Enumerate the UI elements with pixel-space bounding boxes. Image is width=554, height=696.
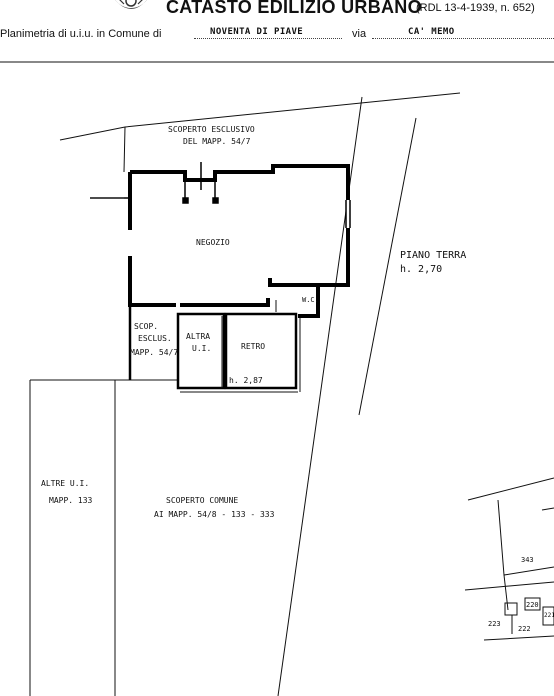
label-h-retro: h. 2,87: [229, 376, 263, 385]
label-scoperto-esclusivo: SCOPERTO ESCLUSIVO: [168, 125, 255, 134]
label-altra: ALTRA: [186, 332, 211, 341]
altra-ui-area: [176, 312, 226, 390]
building-wall-bottom: [180, 298, 270, 307]
label-221: 221: [544, 612, 554, 619]
law-reference: (RDL 13-4-1939, n. 652): [416, 2, 535, 14]
label-ui: U.I.: [192, 344, 212, 353]
label-ai-mapp: AI MAPP. 54/8 - 133 - 333: [154, 510, 275, 519]
document-title: CATASTO EDILIZIO URBANO: [166, 0, 422, 17]
label-scoperto-comune: SCOPERTO COMUNE: [166, 496, 239, 505]
boundary-line: [59, 92, 461, 141]
label-negozio: NEGOZIO: [196, 238, 230, 247]
label-mapp-133: MAPP. 133: [49, 496, 93, 505]
planimetria-label: Planimetria di u.i.u. in Comune di: [0, 28, 162, 40]
map-parcel: [504, 602, 518, 616]
label-343: 343: [521, 556, 534, 564]
building-wall-left: [128, 172, 176, 307]
label-mapp-547: MAPP. 54/7: [130, 348, 179, 357]
boundary-line-right: [358, 117, 417, 416]
floor-plan: [0, 61, 554, 696]
map-line: [464, 581, 554, 591]
via-dotted-line: [372, 38, 554, 39]
map-line: [503, 574, 509, 611]
planimetria-line: Planimetria di u.i.u. in Comune di NOVEN…: [0, 27, 554, 44]
label-220: 220: [526, 601, 539, 609]
document-header: CATASTO EDILIZIO URBANO (RDL 13-4-1939, …: [0, 0, 554, 50]
label-wc: W.C.: [302, 296, 319, 304]
map-line: [541, 507, 554, 511]
comune-value: NOVENTA DI PIAVE: [210, 27, 304, 37]
map-line: [467, 477, 554, 501]
label-del-mapp: DEL MAPP. 54/7: [183, 137, 251, 146]
label-retro: RETRO: [241, 342, 266, 351]
map-parcel: [542, 606, 554, 626]
pillar-base: [182, 197, 189, 204]
building-wall-top: [130, 164, 350, 287]
label-223: 223: [488, 620, 501, 628]
label-222: 222: [518, 625, 531, 633]
emblem-icon: [115, 0, 147, 9]
pillar-base: [212, 197, 219, 204]
label-esclus: ESCLUS.: [138, 334, 172, 343]
wc-wall: [296, 283, 320, 318]
label-scop: SCOP.: [134, 322, 159, 331]
map-line: [483, 635, 554, 641]
boundary-line-left: [123, 126, 126, 173]
via-label: via: [352, 28, 367, 40]
retro-room: [224, 312, 298, 390]
map-parcel: [524, 597, 541, 611]
label-h-piano: h. 2,70: [400, 264, 443, 275]
via-value: CA' MEMO: [408, 27, 455, 37]
comune-dotted-line: [194, 38, 342, 39]
label-piano-terra: PIANO TERRA: [400, 250, 467, 261]
label-altre-ui: ALTRE U.I.: [41, 479, 90, 488]
